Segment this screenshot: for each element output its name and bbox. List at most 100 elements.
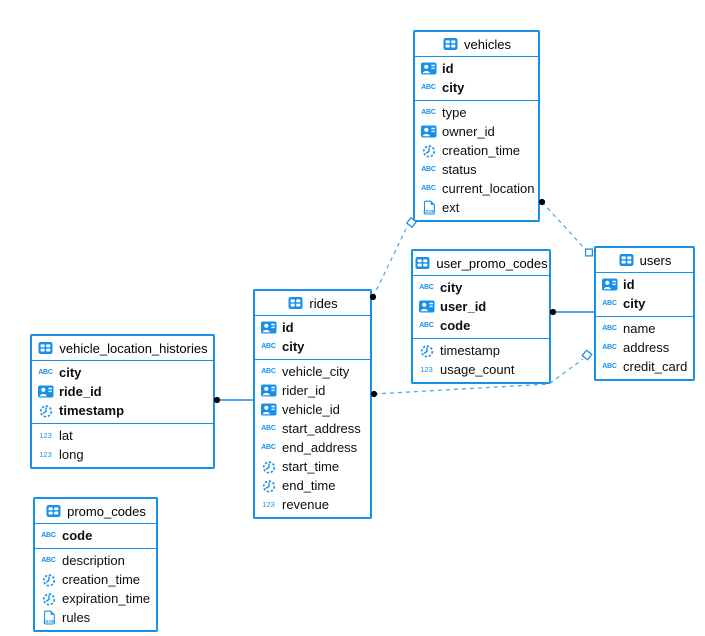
column-name: user_id	[440, 299, 487, 314]
table-icon	[287, 296, 304, 310]
column-name: id	[282, 320, 294, 335]
column-name: city	[623, 296, 646, 311]
table-icon	[442, 37, 459, 51]
table-icon	[414, 256, 431, 270]
table-header-rides[interactable]: rides	[255, 291, 370, 316]
column-row-ride_id[interactable]: ride_id	[32, 382, 213, 401]
column-row-rider_id[interactable]: rider_id	[255, 381, 370, 400]
clock-icon	[418, 344, 435, 358]
column-row-timestamp[interactable]: timestamp	[413, 341, 549, 360]
column-name: ride_id	[59, 384, 102, 399]
abc-text-icon: ABC	[419, 284, 434, 291]
relationship-vehicles-users[interactable]	[538, 198, 594, 257]
abc-text-icon: ABC	[421, 109, 436, 116]
column-row-current_location[interactable]: ABC current_location	[415, 179, 538, 198]
relationship-line[interactable]	[541, 201, 586, 250]
abc-text-icon: ABC	[261, 343, 276, 350]
relationship-line[interactable]	[372, 228, 407, 298]
abc-text-icon: ABC	[602, 300, 617, 307]
column-name: usage_count	[440, 362, 515, 377]
relationship-vehicle_location_histories-rides[interactable]	[213, 396, 253, 404]
column-name: city	[442, 80, 465, 95]
json-document-icon: JSON	[420, 200, 437, 215]
column-row-start_time[interactable]: start_time	[255, 457, 370, 476]
column-row-timestamp[interactable]: timestamp	[32, 401, 213, 420]
column-row-id[interactable]: id	[596, 275, 693, 294]
column-name: credit_card	[623, 359, 688, 374]
column-name: code	[440, 318, 471, 333]
column-name: current_location	[442, 181, 535, 196]
column-row-owner_id[interactable]: owner_id	[415, 122, 538, 141]
numeric-123-icon: 123	[39, 431, 52, 440]
column-name: id	[442, 61, 454, 76]
column-name: owner_id	[442, 124, 495, 139]
column-row-id[interactable]: id	[415, 59, 538, 78]
table-icon	[37, 341, 54, 355]
cardinality-square-marker	[584, 248, 594, 257]
column-name: end_time	[282, 478, 336, 493]
column-name: address	[623, 340, 670, 355]
column-row-creation_time[interactable]: creation_time	[415, 141, 538, 160]
column-row-expiration_time[interactable]: expiration_time	[35, 589, 156, 608]
table-header-users[interactable]: users	[596, 248, 693, 273]
column-row-end_time[interactable]: end_time	[255, 476, 370, 495]
clock-icon	[420, 144, 437, 158]
column-row-vehicle_id[interactable]: vehicle_id	[255, 400, 370, 419]
user-id-icon	[37, 385, 54, 398]
column-name: status	[442, 162, 477, 177]
relationship-rides-vehicles[interactable]	[369, 216, 418, 301]
table-header-user_promo_codes[interactable]: user_promo_codes	[413, 251, 549, 276]
abc-text-icon: ABC	[421, 185, 436, 192]
table-header-vehicles[interactable]: vehicles	[415, 32, 538, 57]
clock-icon	[40, 592, 57, 606]
column-row-creation_time[interactable]: creation_time	[35, 570, 156, 589]
column-name: vehicle_city	[282, 364, 350, 379]
column-name: rules	[62, 610, 91, 625]
column-row-id[interactable]: id	[255, 318, 370, 337]
column-name: start_time	[282, 459, 340, 474]
column-row-city[interactable]: ABC city	[596, 294, 693, 313]
abc-text-icon: ABC	[602, 325, 617, 332]
relationship-user_promo_codes-users[interactable]	[549, 308, 594, 316]
column-name: code	[62, 528, 93, 543]
column-row-user_id[interactable]: user_id	[413, 297, 549, 316]
table-header-promo_codes[interactable]: promo_codes	[35, 499, 156, 524]
table-header-vehicle_location_histories[interactable]: vehicle_location_histories	[32, 336, 213, 361]
table-name: vehicles	[464, 36, 511, 52]
clock-icon	[37, 404, 54, 418]
